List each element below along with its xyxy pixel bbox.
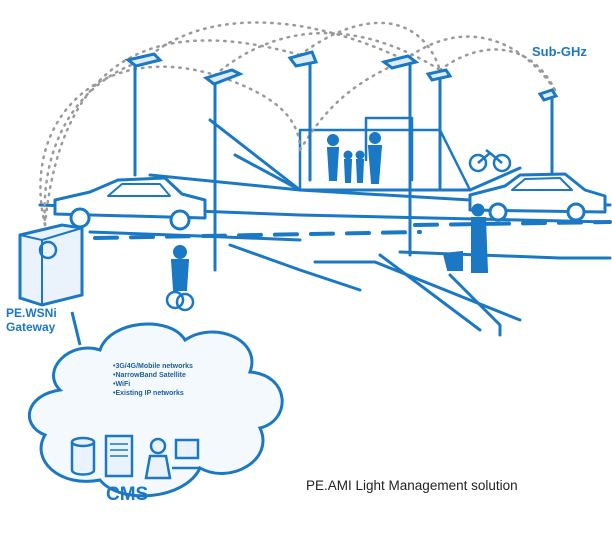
street-lamp-icon — [124, 52, 163, 177]
building-door — [364, 116, 414, 182]
road-network — [38, 118, 612, 337]
street-lamp-icon — [380, 54, 420, 257]
cms-label: CMS — [106, 484, 149, 505]
gateway-label: PE.WSNi Gateway — [6, 306, 57, 334]
street-lamp-icon — [287, 50, 319, 182]
operator-icon — [144, 437, 200, 480]
gateway-label-line1: PE.WSNi — [6, 306, 57, 320]
network-item: NarrowBand Satellite — [113, 371, 193, 380]
gateway-label-line2: Gateway — [6, 320, 56, 334]
child-cyclist — [170, 245, 190, 291]
sub-ghz-links — [39, 21, 557, 227]
gateway-connector — [70, 311, 82, 346]
street-lamp-icon — [202, 68, 244, 272]
server-icon — [104, 434, 134, 478]
car-icon — [468, 172, 607, 222]
walker-figure — [471, 203, 489, 273]
street-lamp-icon — [425, 68, 453, 192]
sub-ghz-label: Sub-GHz — [532, 44, 587, 59]
bicycle-icon — [165, 290, 195, 312]
database-icon — [70, 436, 96, 476]
family-figures — [326, 132, 383, 184]
dog-icon — [442, 250, 463, 271]
network-list: 3G/4G/Mobile networks NarrowBand Satelli… — [113, 362, 193, 398]
bicycle-icon — [468, 149, 512, 173]
caption: PE.AMI Light Management solution — [306, 478, 518, 493]
lane-markings — [93, 220, 612, 240]
car-icon — [53, 176, 207, 231]
network-item: WiFi — [113, 380, 193, 389]
network-item: Existing IP networks — [113, 389, 193, 398]
gateway-icon — [18, 223, 84, 307]
network-item: 3G/4G/Mobile networks — [113, 362, 192, 371]
sidewalk-block — [298, 128, 472, 192]
